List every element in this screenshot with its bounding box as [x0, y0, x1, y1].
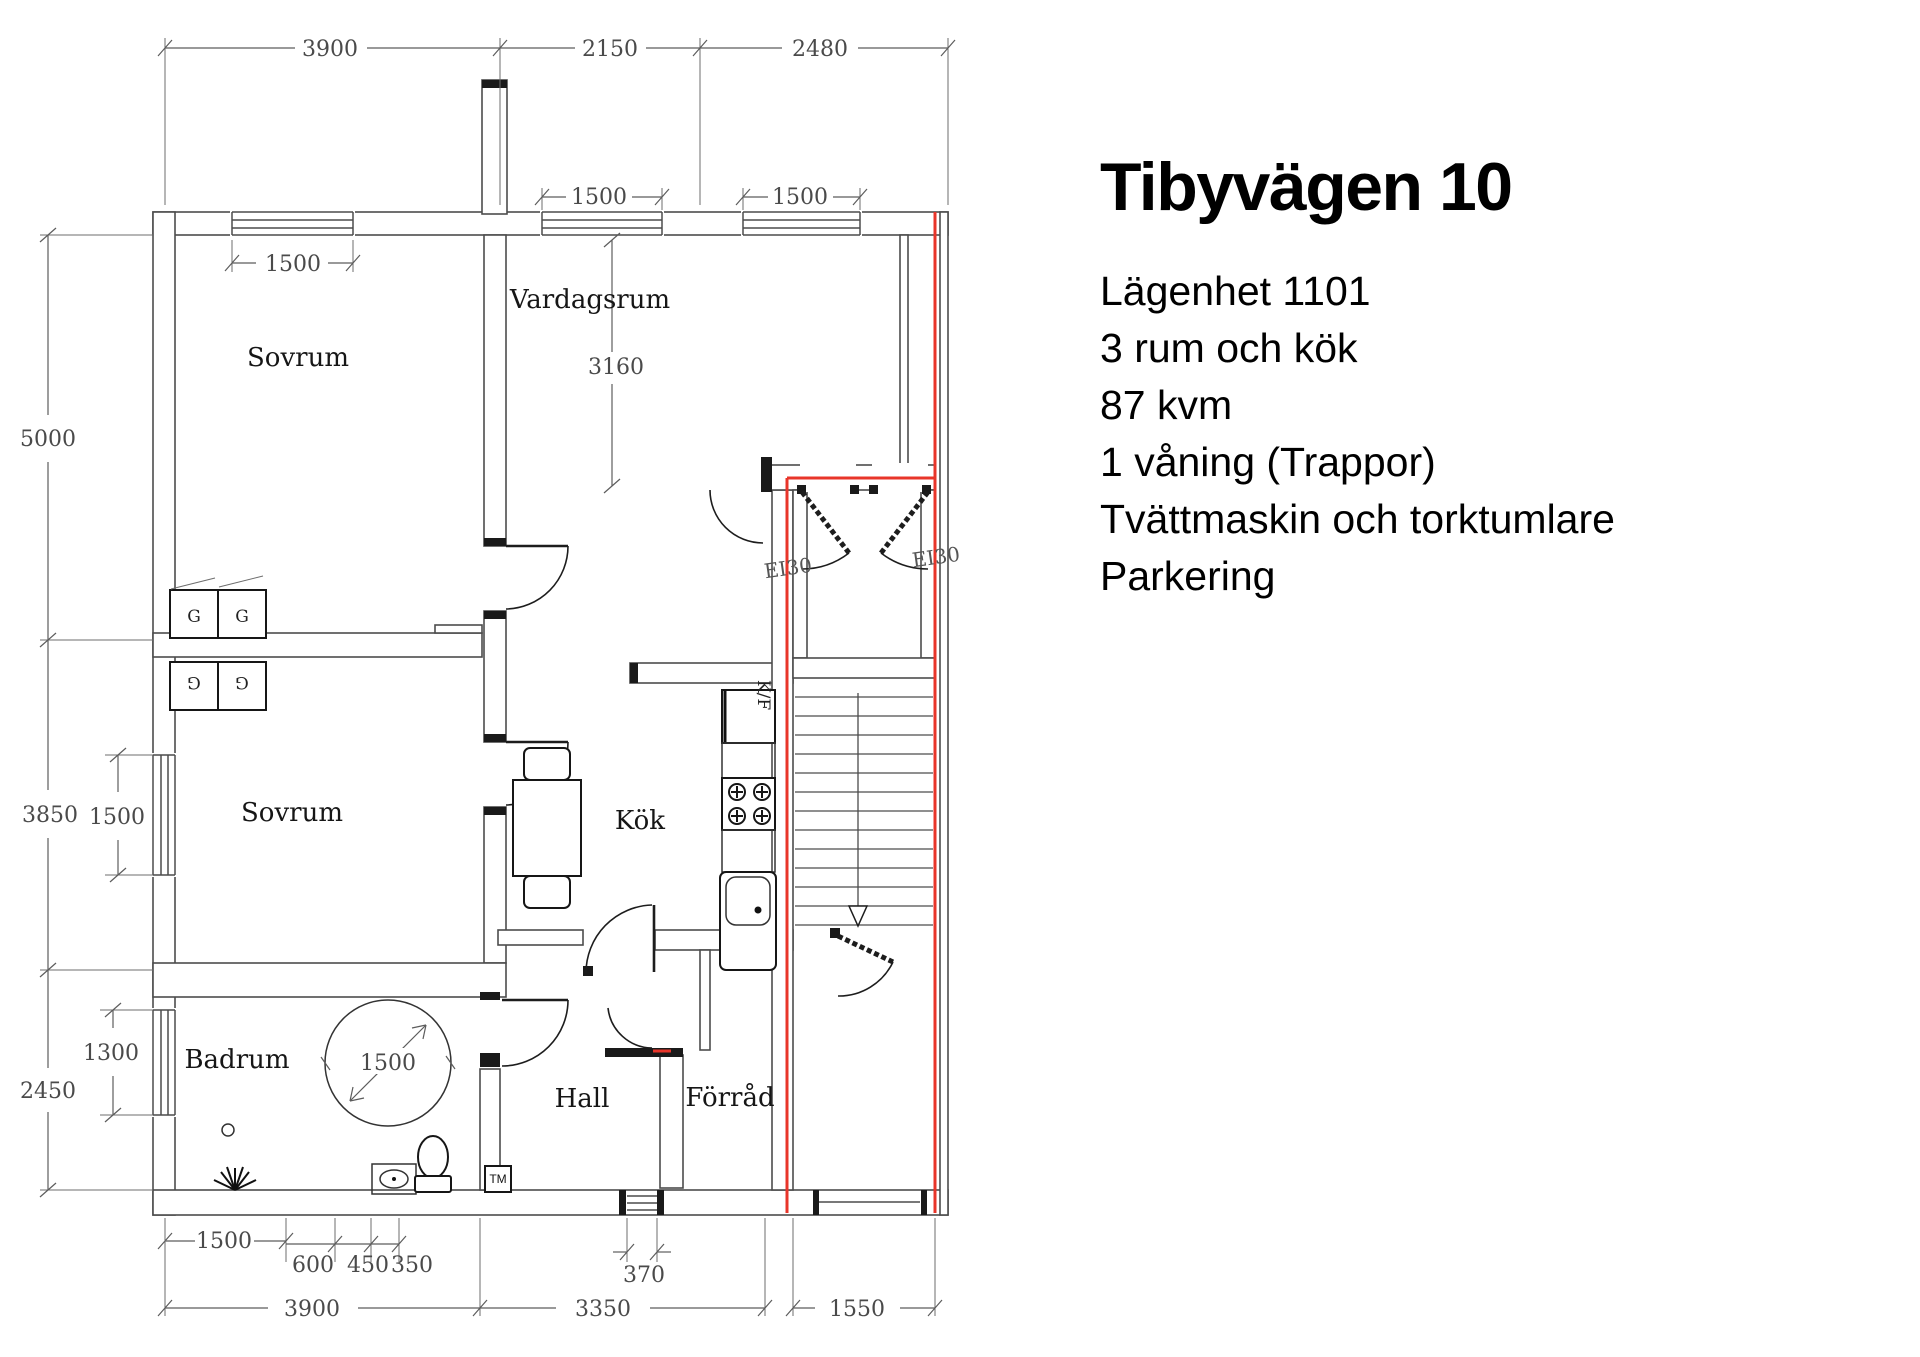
listing-info: Tibyvägen 10 Lägenhet 1101 3 rum och kök…: [1100, 150, 1615, 605]
dim-turning-circle: 1500: [360, 1051, 416, 1076]
chair: [523, 747, 571, 781]
bathroom-fixtures: TM: [213, 1123, 512, 1195]
room-label-bedroom2: Sovrum: [241, 798, 343, 828]
washing-machine: [484, 1165, 512, 1193]
fire-rating-lines: [653, 212, 937, 1213]
room-label-kitchen: Kök: [615, 806, 665, 836]
listing-detail-floor: 1 våning (Trappor): [1100, 438, 1436, 485]
kitchen-table: [512, 779, 582, 877]
dim-left-window-1500: 1500: [89, 805, 145, 830]
fridge-freezer-label: K/F: [753, 680, 773, 710]
dim-bottom-1550: 1550: [829, 1297, 885, 1322]
dim-bottom-600: 600: [292, 1253, 334, 1278]
dim-left-2450: 2450: [20, 1079, 76, 1104]
window-bathroom-left: [151, 1008, 177, 1117]
dim-window-living: 1500: [571, 185, 627, 210]
room-label-bathroom: Badrum: [184, 1045, 289, 1075]
listing-detail-parking: Parkering: [1100, 552, 1276, 599]
windows: [151, 210, 862, 1117]
dim-threshold-370: 370: [623, 1263, 665, 1288]
stove-burners: [728, 783, 771, 825]
staircase: [795, 693, 933, 1215]
dimensions: 3900 2150 2480 1500 1500 1500 5000 3850: [20, 37, 956, 1322]
listing-detail-laundry: Tvättmaskin och torktumlare: [1100, 495, 1615, 542]
dim-bottom-350: 350: [391, 1253, 433, 1278]
stair-down-arrow: [847, 905, 869, 928]
dim-window-bedroom1: 1500: [265, 252, 321, 277]
washing-machine-label: TM: [489, 1172, 506, 1186]
fridge-freezer: [721, 689, 776, 744]
wardrobe-label: G: [235, 607, 249, 627]
kitchen-sink: [719, 871, 777, 971]
fire-label-right: EI30: [911, 542, 962, 572]
window-bedroom1: [230, 210, 355, 237]
dim-bottom-3900: 3900: [284, 1297, 340, 1322]
window-living: [540, 210, 664, 237]
entrance-threshold: [619, 1190, 664, 1215]
wardrobe-label: G: [187, 672, 201, 692]
chair: [523, 875, 571, 909]
dim-left-5000: 5000: [20, 427, 76, 452]
room-labels: Sovrum Vardagsrum Sovrum Kök Badrum Hall…: [184, 285, 961, 1114]
listing-detail-rooms: 3 rum och kök: [1100, 324, 1358, 371]
listing-details: Lägenhet 1101 3 rum och kök 87 kvm 1 vån…: [1100, 263, 1615, 605]
toilet: [417, 1135, 449, 1179]
wardrobes: G G G G: [169, 575, 267, 711]
dim-left-3850: 3850: [22, 803, 78, 828]
floorplan-drawing: G G G G K/F: [20, 37, 961, 1322]
room-label-bedroom1: Sovrum: [247, 343, 349, 373]
room-label-storage: Förråd: [685, 1082, 774, 1113]
window-upper-right: [741, 210, 862, 237]
dim-left-window-1300: 1300: [83, 1041, 139, 1066]
room-label-hall: Hall: [555, 1084, 610, 1114]
window-bedroom2-left: [151, 753, 177, 877]
floor-drain: [221, 1123, 235, 1137]
kitchen-table-group: [512, 747, 582, 909]
dim-bottom-3350: 3350: [575, 1297, 631, 1322]
vent-shaft: [481, 79, 508, 215]
dim-top-2480: 2480: [792, 37, 848, 62]
listing-detail-apartment: Lägenhet 1101: [1100, 267, 1371, 314]
room-label-living: Vardagsrum: [509, 285, 670, 315]
wardrobe-label: G: [235, 672, 249, 692]
dim-top-3900: 3900: [302, 37, 358, 62]
wardrobe-label: G: [187, 607, 201, 627]
listing-title: Tibyvägen 10: [1100, 149, 1513, 225]
dim-bottom-1500: 1500: [196, 1229, 252, 1254]
dim-living-3160: 3160: [588, 355, 644, 380]
listing-detail-area: 87 kvm: [1100, 381, 1233, 428]
dim-bottom-450: 450: [347, 1253, 389, 1278]
dim-window-upper-right: 1500: [772, 185, 828, 210]
floorplan-svg: G G G G K/F: [20, 37, 961, 1322]
dim-top-2150: 2150: [582, 37, 638, 62]
kitchen-counter: K/F: [719, 680, 777, 971]
turning-circle: 1500: [320, 999, 456, 1127]
fixtures: G G G G K/F: [169, 575, 777, 1195]
shower-symbol: [213, 1166, 257, 1191]
